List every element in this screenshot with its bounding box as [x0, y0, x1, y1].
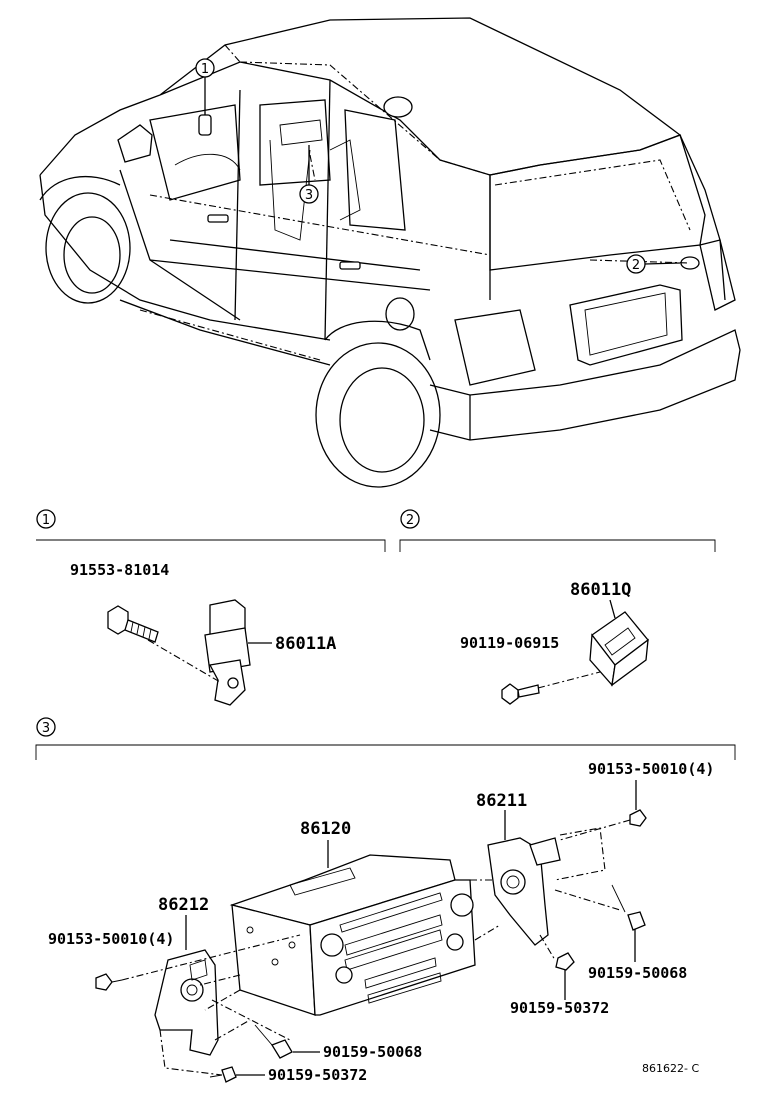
part-90153-50010-right: 90153-50010(4): [588, 760, 714, 778]
section-1-label: 1: [42, 513, 50, 528]
part-86211: 86211: [476, 791, 527, 811]
part-90159-50372-right: 90159-50372: [510, 999, 609, 1017]
part-90153-50010-left: 90153-50010(4): [48, 930, 174, 948]
screw-90153-right-icon: [629, 809, 647, 827]
callout-1-vehicle: 1: [195, 58, 215, 136]
section-3-label: 3: [42, 721, 50, 736]
section-3-header: 3: [35, 717, 736, 760]
callout-3-label: 3: [305, 188, 313, 203]
part-90159-50372-left: 90159-50372: [268, 1066, 367, 1084]
radio-unit-icon: [229, 854, 476, 1016]
section-2-parts: 86011Q 90119-06915: [460, 580, 649, 705]
part-86011A: 86011A: [275, 634, 336, 654]
section-1-parts: 91553-81014 86011A: [70, 561, 336, 706]
callout-3-vehicle: 3: [299, 145, 319, 204]
part-86212: 86212: [158, 895, 209, 915]
bolt-icon: [107, 605, 159, 643]
vehicle-illustration: [39, 17, 741, 488]
callout-2-label: 2: [632, 258, 640, 273]
right-bracket-icon: [487, 837, 561, 946]
screw-90159-50372-right-icon: [555, 952, 575, 971]
callout-1-label: 1: [201, 62, 209, 77]
section-2-header: 2: [399, 509, 716, 552]
sensor-icon: [204, 599, 251, 706]
screw-90153-left-icon: [95, 973, 123, 991]
section-1-header: 1: [36, 509, 386, 552]
screw-90159-50068-right-icon: [611, 884, 646, 931]
part-86120: 86120: [300, 819, 351, 839]
part-90119-06915: 90119-06915: [460, 634, 559, 652]
section-3-parts: 90153-50010(4) 86211 86120 86212 90153-5…: [48, 760, 714, 1084]
screw-90159-50068-left-icon: [254, 1024, 293, 1059]
reference-code: 861622- C: [642, 1062, 699, 1075]
emblem-bracket-icon: [589, 611, 649, 687]
callout-2-vehicle: 2: [626, 254, 681, 274]
part-86011Q: 86011Q: [570, 580, 631, 600]
screw-icon: [501, 683, 540, 705]
part-90159-50068-left: 90159-50068: [323, 1043, 422, 1061]
left-bracket-icon: [154, 949, 219, 1056]
section-2-label: 2: [406, 513, 414, 528]
screw-90159-50372-left-icon: [209, 1066, 237, 1083]
part-91553-81014: 91553-81014: [70, 561, 169, 579]
part-90159-50068-right: 90159-50068: [588, 964, 687, 982]
